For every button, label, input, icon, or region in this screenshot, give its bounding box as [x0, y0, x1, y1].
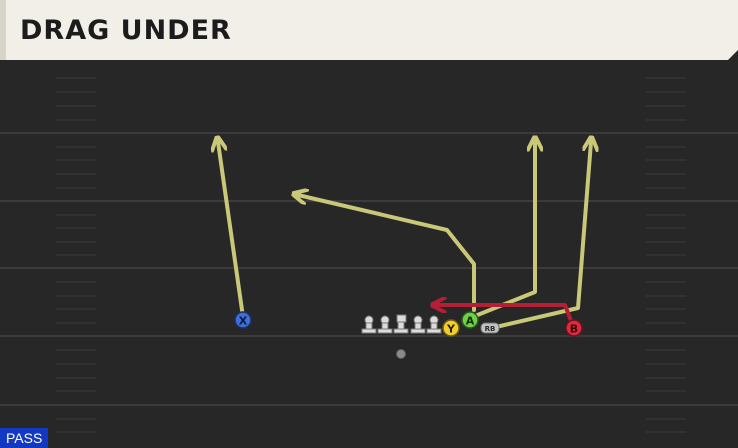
route-a-seam: [468, 142, 535, 320]
lineman-right-tackle: [426, 315, 442, 334]
route-rb-wheel: [494, 142, 591, 329]
offensive-line: [361, 314, 442, 334]
player-a-label: A: [466, 315, 475, 328]
player-a[interactable]: A: [461, 311, 479, 329]
route-x-go: [218, 142, 245, 319]
player-b[interactable]: B: [565, 319, 583, 337]
football-field: X Y A RB B: [0, 60, 738, 448]
lineman-left-guard: [377, 315, 393, 334]
yard-lines: [0, 132, 738, 406]
player-x-label: X: [239, 315, 248, 328]
title-bar: [0, 0, 738, 60]
lineman-center: [393, 314, 409, 334]
hash-marks-left: [56, 77, 96, 433]
player-rb-label: RB: [485, 325, 496, 333]
player-x[interactable]: X: [234, 311, 252, 329]
player-y[interactable]: Y: [442, 319, 460, 337]
player-b-label: B: [570, 323, 578, 336]
quarterback-marker: [396, 349, 406, 359]
player-y-label: Y: [446, 323, 456, 336]
lineman-left-tackle: [361, 315, 377, 334]
route-b-drag: [437, 305, 575, 328]
play-type-badge: PASS: [0, 428, 49, 448]
title-accent: [0, 0, 6, 60]
route-y-corner: [298, 195, 476, 312]
hash-marks-right: [646, 77, 686, 433]
player-rb[interactable]: RB: [480, 322, 500, 334]
play-title: DRAG UNDER: [20, 15, 232, 46]
field-surface: [0, 60, 738, 448]
lineman-right-guard: [410, 315, 426, 334]
